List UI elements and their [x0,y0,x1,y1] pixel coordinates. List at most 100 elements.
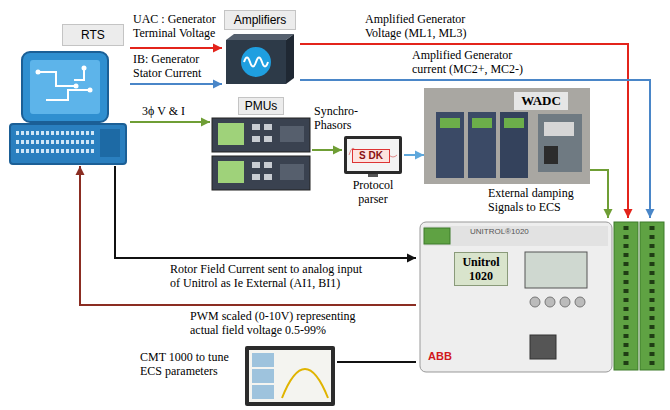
cmt-screen [245,346,335,406]
wadc-photo [544,122,574,136]
wadc-photo [504,118,524,128]
logo-text: ABB [428,350,452,362]
arrow-head [76,166,85,175]
pmu-devices [212,156,310,190]
device-brand-text: UNITROL®1020 [470,227,529,236]
pmu-devices [280,126,304,142]
parser-screen [368,174,378,177]
pmu-devices [264,174,272,180]
cmt-screen [245,346,335,406]
wadc-photo [468,112,496,178]
arrow-head [213,80,222,89]
pmu-devices [212,118,310,152]
pmu-devices [264,124,272,130]
edge-label: UAC : Generator Terminal Voltage [133,12,221,40]
rts-computer-icon [100,129,120,157]
arrow-head [333,146,342,155]
pmu-devices [252,162,260,168]
cmt-node: CMT 1000 to tune ECS parameters [140,344,337,408]
arrow-head [624,209,633,218]
cmt-screen [282,369,328,398]
pmu-devices [252,174,260,180]
edge-label: Synchro- Phasors [314,104,366,132]
parser-screen [344,136,402,177]
unitrol-device [525,252,587,288]
rts-computer-icon [88,88,93,93]
edge-label: Rotor Field Current sent to analog input… [170,262,370,290]
pmu-devices [212,118,310,190]
connector-line [300,80,650,218]
arrow-head [415,151,424,160]
node-text: S DK [352,149,390,163]
rts-computer-icon [30,60,100,114]
unitrol-device [650,226,655,366]
node-text: RTS [62,24,124,46]
pmu-devices [218,161,244,183]
cmt-screen [252,385,274,399]
amplifier-device [226,34,294,84]
connector-line [130,47,222,49]
wadc-photo [500,112,528,178]
wadc-photo [538,114,582,172]
pmu-devices [252,124,260,130]
rts-node: RTS [8,18,130,166]
parser-screen [347,139,399,171]
pmu-node: PMUs [210,95,312,193]
node-text: PMUs [238,97,284,115]
connector-line [130,121,210,123]
rts-computer-icon [82,66,87,71]
amplifier-node: Amplifiers [222,8,300,90]
rts-computer-icon [36,70,41,75]
connector [312,146,342,155]
rts-computer-icon [74,84,79,89]
edge-label: External damping Signals to ECS [488,186,588,214]
node-text: CMT 1000 to tune ECS parameters [140,350,240,378]
rts-computer-icon [16,149,96,153]
edge-label: Amplified Generator Voltage (ML1, ML3) [365,12,480,40]
connector [300,44,633,218]
unitrol-device [530,335,556,359]
wadc-photo [544,146,558,164]
connector-line [300,44,628,218]
wadc-photo [440,118,460,128]
rts-computer-icon [16,131,96,135]
node-text: Unitrol 1020 [454,252,508,286]
pmu-devices [218,123,244,145]
node-text: WADC [514,92,568,110]
connector [130,80,222,89]
edge-label: 3ϕ V & I [142,104,185,118]
parser-node: S DK Protocol parser [342,136,404,210]
unitrol-device [420,222,664,372]
parser-screen [344,136,402,174]
unitrol-device [560,297,570,307]
arrow-head [213,44,222,53]
rts-computer-icon [10,124,126,164]
rts-computer-icon [16,140,96,144]
arrow-head [407,254,416,263]
cmt-screen [252,369,274,383]
unitrol-device [624,226,629,366]
unitrol-device [530,297,540,307]
wadc-photo [424,88,590,184]
amplifier-device [226,34,294,40]
amplifier-device [244,58,268,67]
connector [130,44,222,53]
wadc-photo [472,118,492,128]
unitrol-device [424,226,608,246]
unitrol-device [545,297,555,307]
connector-line [130,83,222,85]
connector [300,80,655,218]
connector [130,118,210,127]
node-text: Protocol parser [342,178,404,206]
edge-label: Amplified Generator current (MC2+, MC2-) [412,48,532,76]
wadc-photo [424,88,590,184]
pmu-devices [264,136,272,142]
cmt-screen [252,353,274,367]
wadc-photo [436,112,464,178]
cmt-screen [249,350,331,402]
connector-line [337,361,416,363]
